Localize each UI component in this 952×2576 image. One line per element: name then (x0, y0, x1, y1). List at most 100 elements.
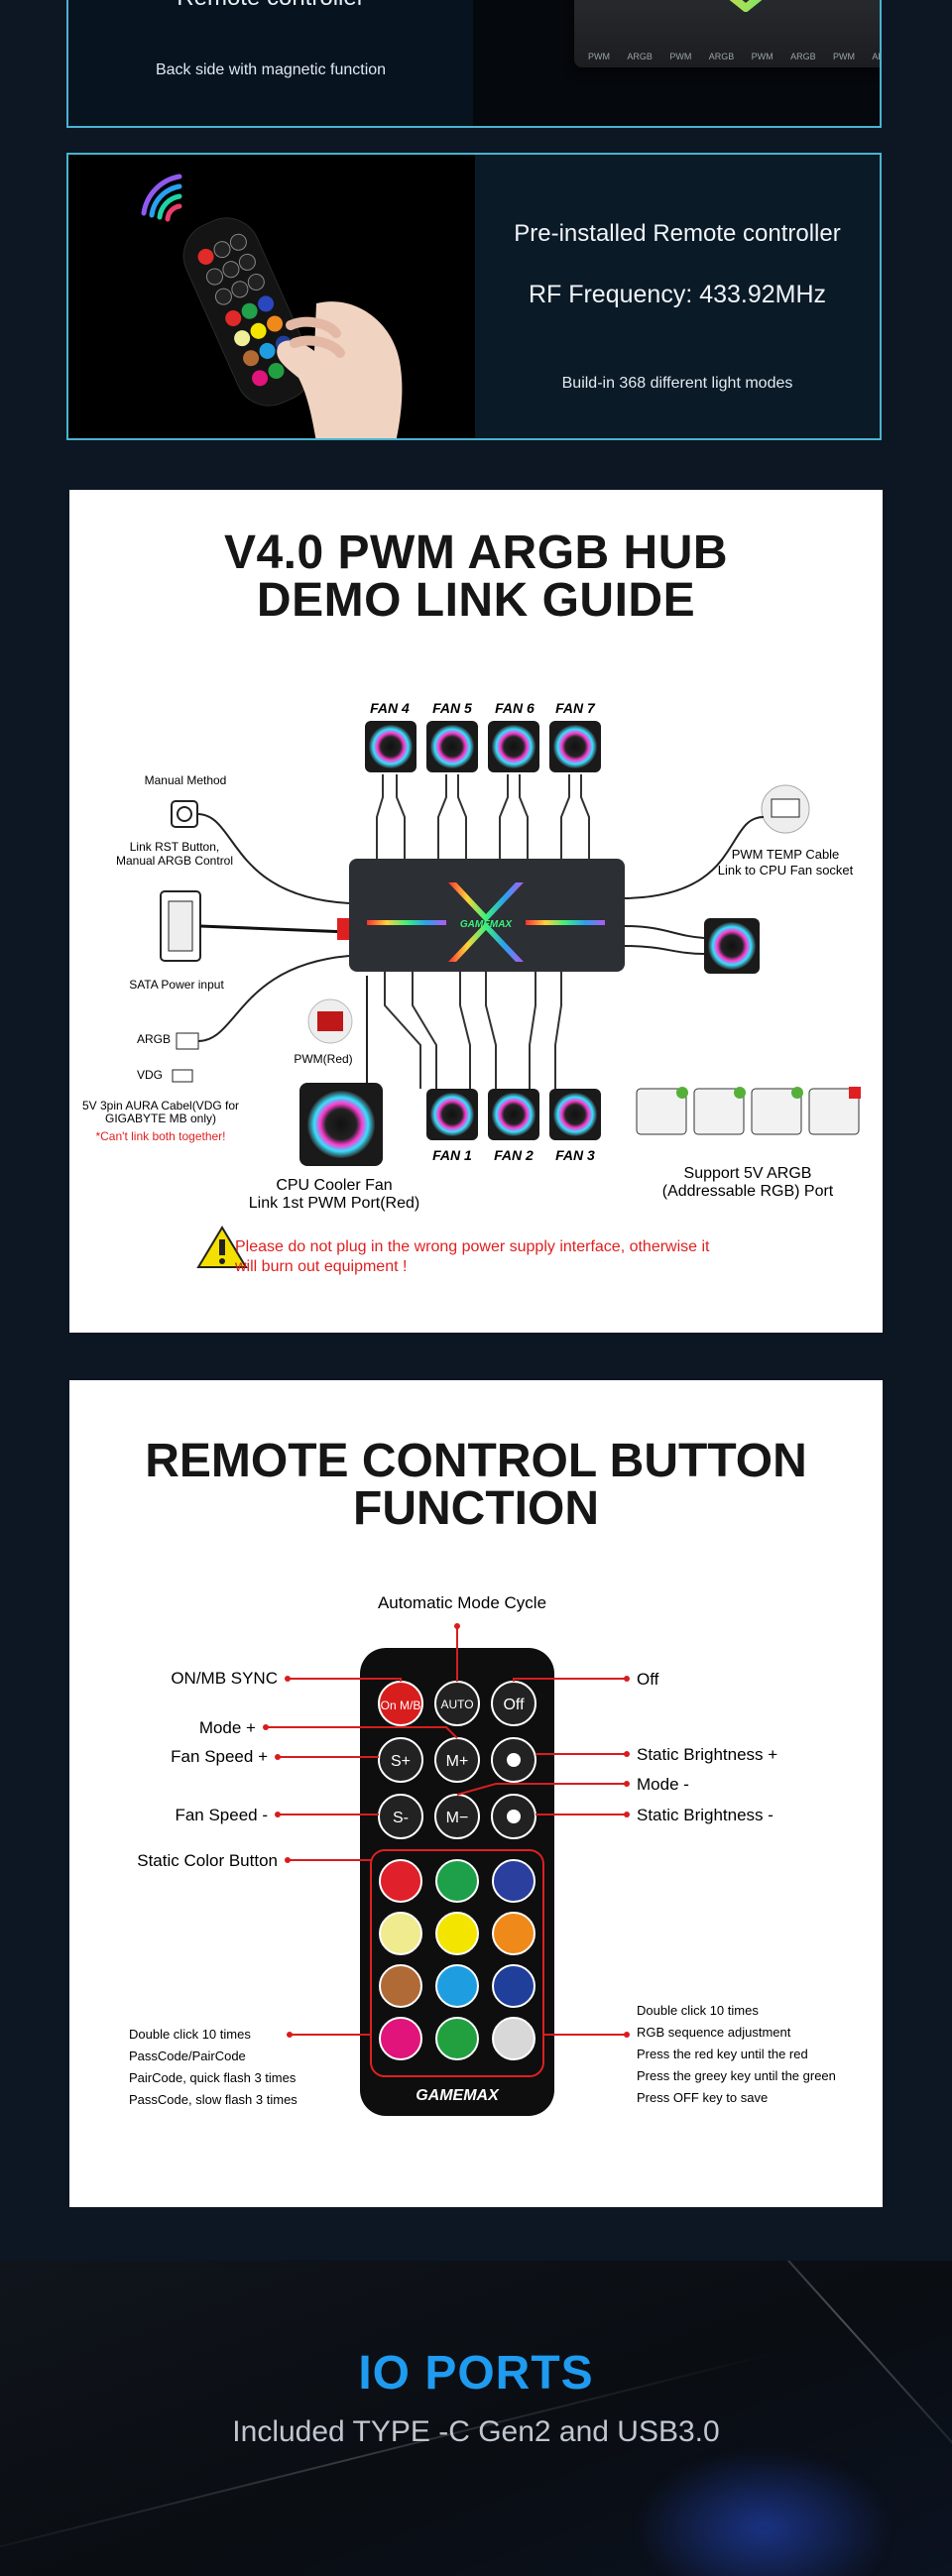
bottom-fan-cables (384, 972, 562, 1089)
brightness-minus-label: Static Brightness - (637, 1806, 774, 1824)
color-button[interactable] (492, 1964, 536, 2008)
hub-port-labels: PWM ARGB PWM ARGB PWM ARGB PWM ARGB (588, 52, 880, 61)
rst-label-1: Link RST Button, (130, 840, 220, 854)
hub-port-label: PWM (588, 52, 610, 61)
speed-minus-button[interactable]: S- (378, 1794, 423, 1839)
right-note: Press OFF key to save (637, 2090, 768, 2105)
aura-label-2: GIGABYTE MB only) (105, 1112, 216, 1125)
color-button[interactable] (379, 2017, 422, 2060)
color-button[interactable] (379, 1912, 422, 1955)
svg-text:M+: M+ (446, 1753, 469, 1770)
pwm-red-connector-icon (307, 998, 353, 1044)
fan-7-label: FAN 7 (555, 700, 596, 716)
right-note: RGB sequence adjustment (637, 2025, 791, 2040)
remote-controller-card: Pre-installed Remote controller RF Frequ… (66, 153, 882, 440)
left-note: Double click 10 times (129, 2027, 251, 2042)
hub-port-label: PWM (832, 52, 855, 61)
sata-label: SATA Power input (129, 978, 224, 992)
remote-in-hand-icon (141, 174, 403, 438)
rst-button-icon (171, 800, 198, 828)
pwm-temp-label-1: PWM TEMP Cable (732, 847, 840, 862)
color-button[interactable] (435, 2017, 479, 2060)
off-label: Off (637, 1670, 659, 1689)
color-button[interactable] (435, 1964, 479, 2008)
mode-minus-button[interactable]: M− (434, 1794, 480, 1839)
support-label-2: (Addressable RGB) Port (662, 1183, 834, 1200)
sata-connector-icon (160, 890, 201, 962)
rf-frequency: RF Frequency: 433.92MHz (528, 281, 827, 308)
io-ports-title: IO PORTS (358, 2347, 594, 2400)
auto-button[interactable]: AUTO (434, 1681, 480, 1726)
svg-text:S-: S- (393, 1810, 409, 1826)
manual-method-label: Manual Method (145, 773, 227, 787)
fan-icon (549, 1089, 601, 1140)
remote-magnetic-card: Remote controller Back side with magneti… (66, 0, 882, 128)
callout-lines (266, 1626, 627, 2036)
light-modes: Build-in 368 different light modes (561, 375, 793, 392)
fan-1-label: FAN 1 (432, 1147, 472, 1163)
callout-dots (263, 1623, 630, 2038)
svg-text:M−: M− (446, 1810, 469, 1826)
off-button[interactable]: Off (491, 1681, 536, 1726)
speed-plus-button[interactable]: S+ (378, 1737, 423, 1783)
hub-port-label: ARGB (708, 52, 735, 61)
sun-icon (507, 1753, 521, 1767)
color-button[interactable] (379, 1964, 422, 2008)
static-color-label: Static Color Button (137, 1851, 278, 1870)
color-button[interactable] (492, 1859, 536, 1903)
top-fan-cables (376, 774, 590, 859)
color-button[interactable] (379, 1859, 422, 1903)
hub-port-label: PWM (669, 52, 692, 61)
fan-icon (426, 721, 478, 772)
fan-icon (426, 1089, 478, 1140)
color-grid-frame (370, 1849, 544, 2077)
fan-icon (488, 721, 539, 772)
hub-brand: GAMEMAX (460, 919, 514, 930)
argb-label: ARGB (137, 1032, 171, 1046)
right-note: Double click 10 times (637, 2003, 759, 2018)
right-note: Press the red key until the red (637, 2047, 808, 2061)
hub-port-label: PWM (751, 52, 774, 61)
mode-plus-button[interactable]: M+ (434, 1737, 480, 1783)
brightness-plus-label: Static Brightness + (637, 1745, 777, 1764)
link-guide-diagram: FAN 4 FAN 5 FAN 6 FAN 7 GAMEMAX (82, 700, 861, 1275)
card-caption: Back side with magnetic function (155, 61, 387, 78)
fan-5-label: FAN 5 (432, 700, 472, 716)
fan-6-label: FAN 6 (495, 700, 535, 716)
card-left-panel: Remote controller Back side with magneti… (68, 0, 473, 126)
brightness-minus-button[interactable] (491, 1794, 536, 1839)
pwm-temp-connector-icon (761, 784, 810, 834)
vdg-label: VDG (137, 1068, 163, 1082)
fan-speed-minus-label: Fan Speed - (175, 1806, 268, 1824)
brightness-plus-button[interactable] (491, 1737, 536, 1783)
io-ports-subtitle: Included TYPE -C Gen2 and USB3.0 (232, 2415, 720, 2448)
fan-icon (549, 721, 601, 772)
color-button[interactable] (492, 1912, 536, 1955)
svg-text:On M/B: On M/B (381, 1698, 421, 1712)
hub-port-label: ARGB (872, 52, 880, 61)
fan-3-label: FAN 3 (555, 1147, 595, 1163)
fan-icon (365, 721, 416, 772)
left-note: PassCode, slow flash 3 times (129, 2092, 298, 2107)
cpu-cooler-fan-icon (299, 1083, 383, 1166)
aura-label-1: 5V 3pin AURA Cabel(VDG for (82, 1099, 239, 1112)
cpu-label-2: Link 1st PWM Port(Red) (249, 1195, 419, 1212)
color-button[interactable] (435, 1912, 479, 1955)
color-button[interactable] (492, 2017, 536, 2060)
top-fans: FAN 4 FAN 5 FAN 6 FAN 7 (365, 700, 601, 859)
left-note: PairCode, quick flash 3 times (129, 2070, 297, 2085)
fan-speed-plus-label: Fan Speed + (171, 1747, 268, 1766)
card-title: Remote controller (68, 0, 473, 12)
rst-label-2: Manual ARGB Control (116, 854, 233, 868)
remote-preinstalled: Pre-installed Remote controller (514, 220, 841, 247)
left-note: PassCode/PairCode (129, 2049, 246, 2063)
fan-2-label: FAN 2 (494, 1147, 534, 1163)
support-label-1: Support 5V ARGB (684, 1165, 812, 1182)
argb-hub: GAMEMAX (349, 859, 625, 972)
hub-port-label: ARGB (790, 52, 816, 61)
on-mb-button[interactable]: On M/B (378, 1681, 423, 1726)
color-button[interactable] (435, 1859, 479, 1903)
